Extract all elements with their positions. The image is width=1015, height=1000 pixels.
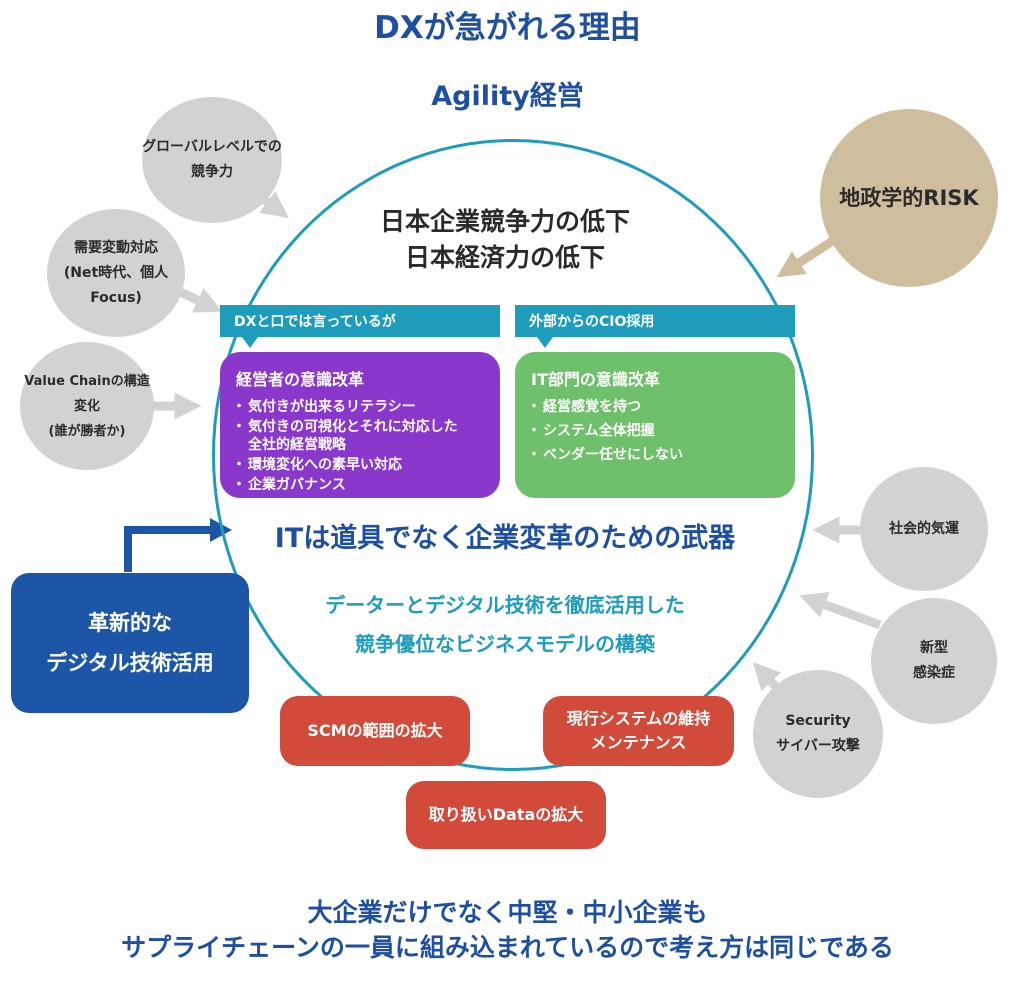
list-item: 経営感覚を持つ — [527, 398, 779, 416]
box-data-expansion: 取り扱いDataの拡大 — [406, 781, 606, 849]
bubble-value-chain: Value Chainの構造変化 (誰が勝者か) — [20, 342, 154, 470]
card-management-awareness: 経営者の意識改革 気付きが出来るリテラシー 気付きの可視化とそれに対応した 全社… — [220, 352, 500, 498]
footer-line1: 大企業だけでなく中堅・中小企業も — [307, 898, 708, 927]
main-message: ITは道具でなく企業変革のための武器 — [274, 523, 736, 554]
card-management-title: 経営者の意識改革 — [236, 370, 365, 389]
bubble-covid: 新型 感染症 — [871, 598, 997, 724]
box-legacy-maintenance: 現行システムの維持 メンテナンス — [543, 696, 734, 766]
band-left-group: DXと口では言っているが — [220, 305, 500, 348]
bubble-demand-response: 需要変動対応 (Net時代、個人Focus) — [47, 209, 185, 337]
bubble-social-momentum: 社会的気運 — [860, 467, 988, 591]
card-management-list: 気付きが出来るリテラシー 気付きの可視化とそれに対応した 全社的経営戦略 環境変… — [232, 398, 484, 494]
band-right: 外部からのCIO採用 — [515, 305, 795, 337]
list-item: 気付きの可視化とそれに対応した 全社的経営戦略 — [232, 418, 484, 454]
innovative-digital-box: 革新的な デジタル技術活用 — [11, 573, 249, 713]
diagram-title: DXが急がれる理由 — [374, 10, 641, 46]
band-right-group: 外部からのCIO採用 — [515, 305, 795, 348]
strategy-line1: データーとデジタル技術を徹底活用した — [325, 593, 685, 617]
band-right-notch — [537, 337, 553, 348]
card-it-list: 経営感覚を持つ システム全体把握 ベンダー任せにしない — [527, 398, 779, 464]
strategy-line2: 競争優位なビジネスモデルの構築 — [355, 632, 655, 656]
list-item: ベンダー任せにしない — [527, 446, 779, 464]
list-item: 企業ガバナンス — [232, 476, 484, 494]
card-it-department-awareness: IT部門の意識改革 経営感覚を持つ システム全体把握 ベンダー任せにしない — [515, 352, 795, 498]
footer-line2: サプライチェーンの一員に組み込まれているので考え方は同じである — [121, 933, 894, 962]
center-heading-line2: 日本経済力の低下 — [404, 243, 605, 272]
bubble-security: Security サイバー攻撃 — [753, 670, 883, 798]
band-left: DXと口では言っているが — [220, 305, 500, 337]
arrow-covid — [799, 591, 882, 630]
diagram-subtitle: Agility経営 — [431, 81, 584, 112]
bubble-geopolitical-risk: 地政学的RISK — [820, 109, 998, 287]
arrow-dx — [124, 526, 212, 572]
band-left-notch — [242, 337, 258, 348]
central-circle — [212, 139, 814, 771]
center-heading: 日本企業競争力の低下 日本経済力の低下 — [330, 204, 680, 276]
list-item: 気付きが出来るリテラシー — [232, 398, 484, 416]
box-scm-expansion: SCMの範囲の拡大 — [280, 696, 470, 766]
center-heading-line1: 日本企業競争力の低下 — [379, 207, 630, 236]
card-it-title: IT部門の意識改革 — [531, 370, 660, 389]
bubble-global-competitiveness: グローバルレベルでの 競争力 — [142, 97, 282, 223]
list-item: 環境変化への素早い対応 — [232, 456, 484, 474]
list-item: システム全体把握 — [527, 422, 779, 440]
